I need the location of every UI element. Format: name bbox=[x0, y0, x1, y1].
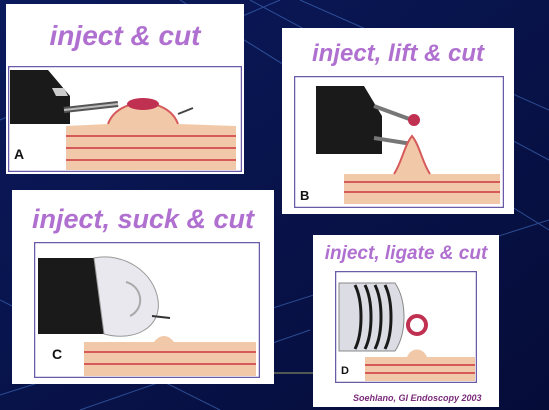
panel-d-title: inject, ligate & cut bbox=[313, 243, 499, 265]
panel-b: inject, lift & cut B bbox=[282, 28, 514, 214]
panel-c: inject, suck & cut C bbox=[12, 190, 274, 384]
credit-text: Soehlano, GI Endoscopy 2003 bbox=[353, 393, 482, 403]
panel-d-illustration bbox=[335, 271, 477, 383]
panel-a-letter: A bbox=[14, 146, 24, 162]
panel-c-illustration bbox=[34, 242, 260, 378]
panel-d-letter: D bbox=[341, 365, 349, 377]
panel-c-letter: C bbox=[52, 346, 62, 362]
panel-b-illustration bbox=[294, 76, 504, 208]
panel-d: inject, ligate & cut D Soehlano, GI Endo… bbox=[313, 235, 499, 407]
panel-b-letter: B bbox=[300, 188, 309, 203]
panel-a: inject & cut A bbox=[6, 4, 244, 174]
panel-a-illustration bbox=[8, 66, 242, 172]
panel-a-title: inject & cut bbox=[6, 20, 244, 52]
panel-c-title: inject, suck & cut bbox=[12, 204, 274, 235]
panel-b-title: inject, lift & cut bbox=[282, 40, 514, 68]
